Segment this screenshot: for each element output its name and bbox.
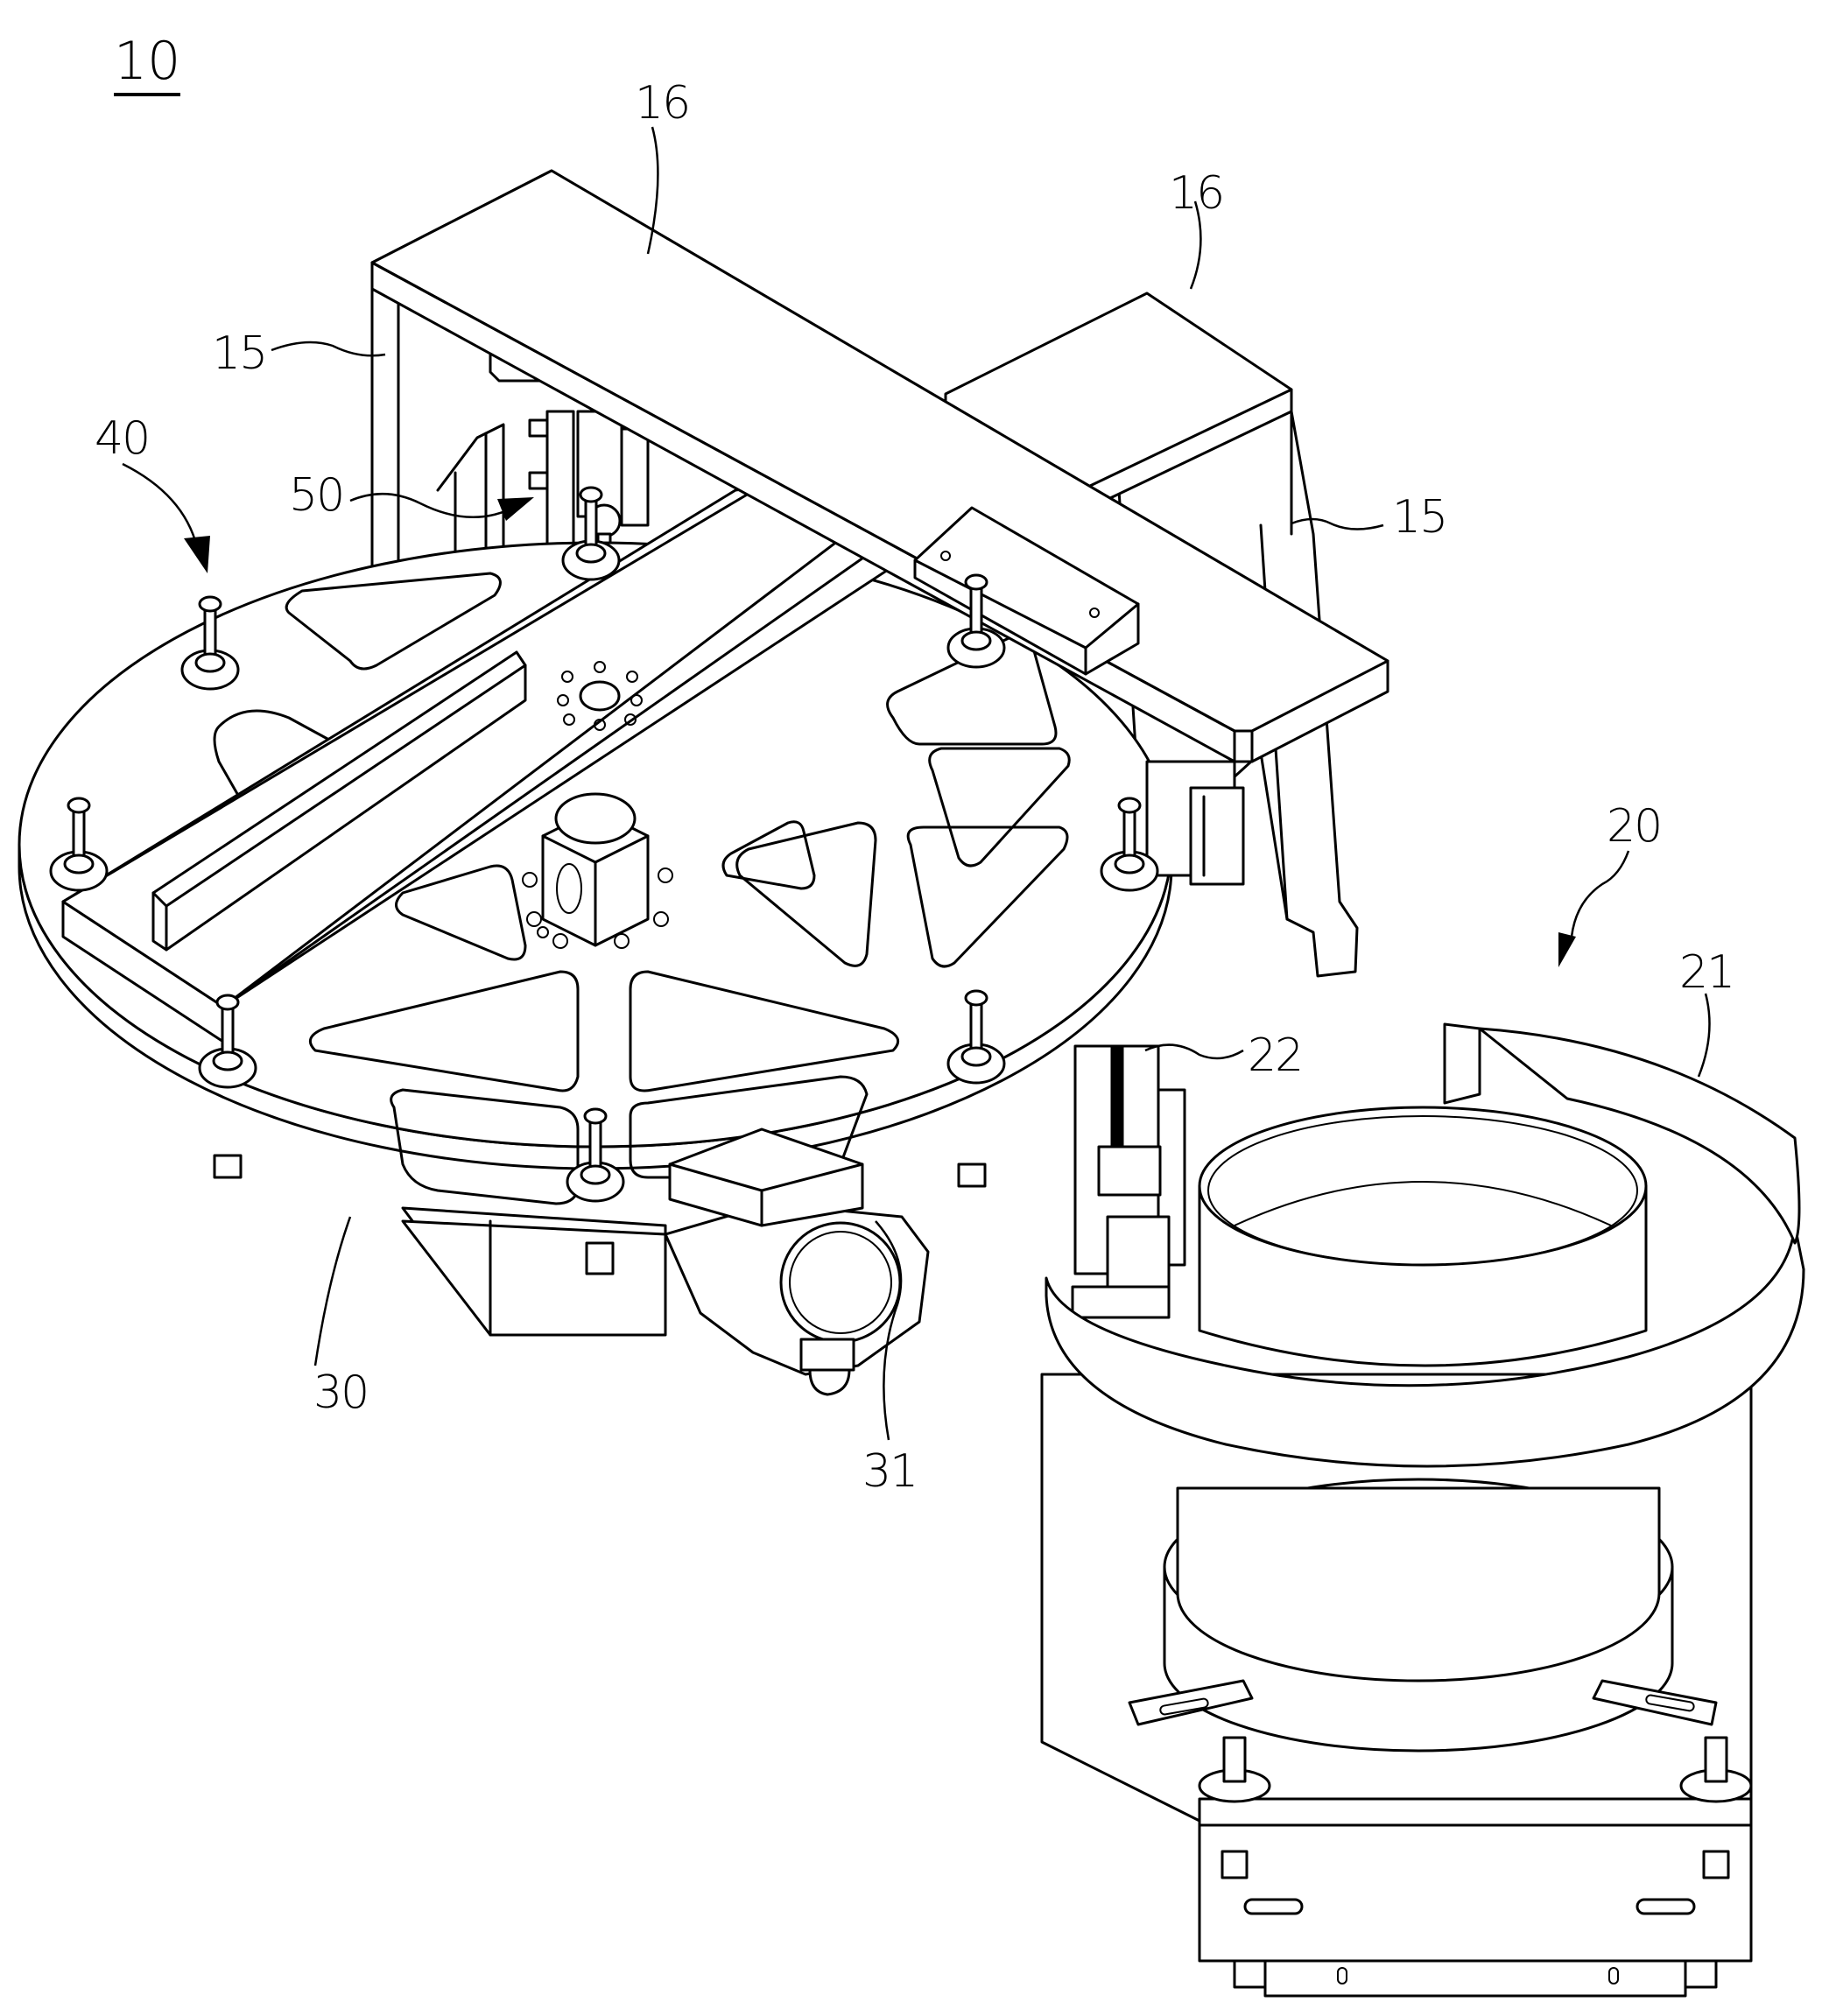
clamp-unit — [180, 595, 240, 691]
ref-31-drive-motor: 31 — [862, 1445, 918, 1498]
leader-22 — [1144, 1043, 1244, 1060]
ref-50-pick-head: 50 — [289, 469, 345, 522]
leader-31 — [875, 1220, 903, 1441]
leader-15-left — [271, 341, 386, 357]
ref-40-clamp-unit: 40 — [95, 412, 151, 465]
arrow-40 — [184, 536, 210, 573]
leader-15-right — [1291, 517, 1384, 530]
clamp-unit — [946, 989, 1006, 1085]
leaders — [122, 126, 1711, 1441]
leader-30 — [313, 1216, 352, 1366]
leader-16-top — [646, 126, 659, 255]
ref-30-index-table: 30 — [313, 1366, 369, 1419]
ref-22-linear-feeder: 22 — [1248, 1029, 1304, 1082]
leader-20 — [1570, 850, 1630, 938]
ref-20-bowl-feeder: 20 — [1607, 800, 1663, 853]
ref-16-beam-top: 16 — [635, 77, 691, 130]
clamp-unit — [198, 994, 257, 1089]
ref-15-frame-leg-left: 15 — [212, 327, 268, 380]
bowl-feeder — [1040, 1022, 1805, 1998]
clamp-unit — [566, 1107, 625, 1203]
leader-40 — [122, 462, 199, 548]
table-crossbar — [61, 449, 1017, 1043]
clamp-unit — [946, 573, 1006, 669]
ref-21-bowl: 21 — [1679, 946, 1735, 999]
ref-15-frame-leg-right: 15 — [1392, 491, 1448, 544]
leader-21 — [1697, 993, 1711, 1078]
clamp-unit — [1100, 797, 1159, 892]
clamp-unit — [561, 486, 621, 581]
right-slide-unit — [1145, 760, 1245, 886]
leader-50 — [349, 493, 517, 519]
under-table-frame — [213, 1154, 987, 1337]
clamp-unit — [49, 797, 109, 892]
arrow-50 — [497, 497, 534, 521]
arrow-20 — [1558, 932, 1576, 967]
clamp-units — [49, 486, 1159, 1203]
leader-16-rear — [1189, 200, 1202, 290]
figure-label: 10 — [114, 35, 181, 96]
drive-motor — [664, 1127, 930, 1396]
ref-16-beam-rear: 16 — [1169, 167, 1225, 220]
